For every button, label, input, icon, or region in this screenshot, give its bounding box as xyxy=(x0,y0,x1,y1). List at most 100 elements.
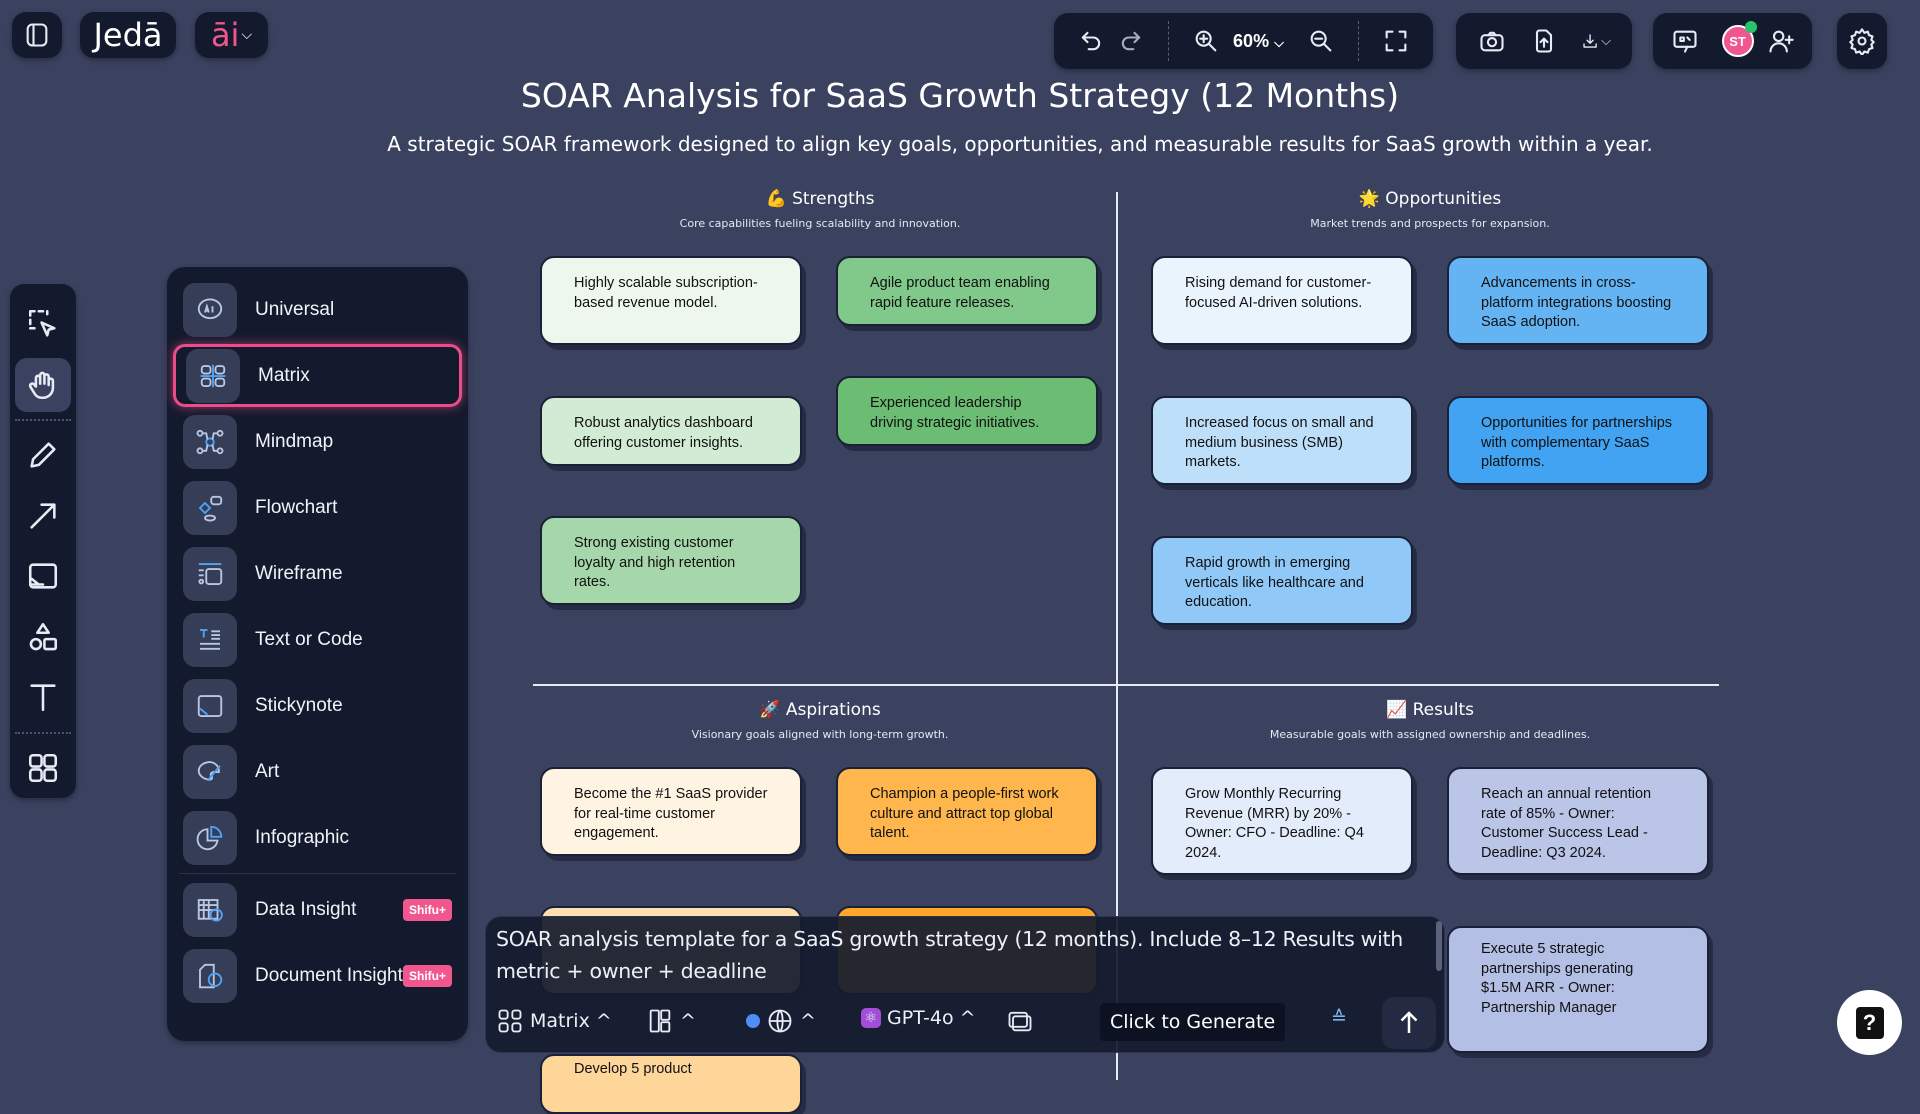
web-search-toggle[interactable]: ^ xyxy=(746,1007,816,1035)
redo-icon[interactable] xyxy=(1116,26,1146,56)
generate-button[interactable] xyxy=(1382,997,1436,1049)
layout-select[interactable]: ^ xyxy=(646,1007,696,1035)
data-insight-icon xyxy=(183,882,237,937)
upload-file-icon[interactable] xyxy=(1529,26,1559,56)
divider xyxy=(15,731,71,734)
template-item-universal[interactable]: Universal xyxy=(173,278,462,341)
opportunity-card[interactable]: Advancements in cross-platform integrati… xyxy=(1447,256,1709,345)
aspiration-card[interactable]: Become the #1 SaaS provider for real-tim… xyxy=(540,767,802,856)
divider xyxy=(15,419,71,421)
online-status-dot xyxy=(1744,21,1757,33)
zoom-level-select[interactable]: 60% ⌵ xyxy=(1233,30,1284,51)
vertical-divider xyxy=(1116,192,1118,1080)
prompt-input[interactable]: SOAR analysis template for a SaaS growth… xyxy=(496,927,1403,983)
pencil-tool[interactable] xyxy=(15,428,71,483)
arrow-up-icon xyxy=(1400,1011,1418,1033)
matrix-icon xyxy=(186,348,240,403)
text-icon xyxy=(30,684,56,712)
star-icon: 🌟 xyxy=(1358,189,1380,209)
user-avatar[interactable]: ST xyxy=(1721,21,1757,57)
result-card[interactable]: Grow Monthly Recurring Revenue (MRR) by … xyxy=(1151,767,1413,875)
select-tool[interactable] xyxy=(15,297,71,352)
atom-icon: ⚛ xyxy=(861,1008,881,1028)
opportunity-card[interactable]: Rising demand for customer-focused AI-dr… xyxy=(1151,256,1413,345)
aspirations-header: 🚀 Aspirations Visionary goals aligned wi… xyxy=(691,700,949,741)
templates-tool[interactable] xyxy=(15,741,71,796)
stickynote-icon xyxy=(183,678,237,733)
strengths-header: 💪 Strengths Core capabilities fueling sc… xyxy=(679,189,961,230)
zoom-in-icon[interactable] xyxy=(1191,26,1221,56)
chevron-up-icon: ^ xyxy=(959,1007,976,1029)
strength-card[interactable]: Robust analytics dashboard offering cust… xyxy=(540,396,802,466)
camera-icon[interactable] xyxy=(1477,26,1507,56)
opportunity-card[interactable]: Opportunities for partnerships with comp… xyxy=(1447,396,1709,485)
template-panel: Universal Matrix Mindmap Flowchart Wiref… xyxy=(167,267,468,1041)
template-item-infographic[interactable]: Infographic xyxy=(173,806,462,869)
prompt-scrollbar[interactable] xyxy=(1436,921,1442,971)
ai-menu-button[interactable]: āi⌵ xyxy=(195,12,268,58)
model-select[interactable]: ⚛GPT-4o^ xyxy=(861,1007,976,1029)
tool-rail xyxy=(10,284,76,798)
pencil-icon xyxy=(30,442,56,468)
template-item-wireframe[interactable]: Wireframe xyxy=(173,542,462,605)
text-code-icon xyxy=(183,612,237,667)
fit-screen-icon[interactable] xyxy=(1381,26,1411,56)
shifu-plus-badge: Shifu+ xyxy=(402,964,452,987)
opportunity-card[interactable]: Rapid growth in emerging verticals like … xyxy=(1151,536,1413,625)
status-dot xyxy=(746,1014,760,1028)
divider xyxy=(1168,21,1170,61)
undo-icon[interactable] xyxy=(1076,26,1106,56)
flexed-arm-icon: 💪 xyxy=(765,189,787,209)
help-button[interactable]: ? xyxy=(1837,990,1902,1055)
zoom-out-icon[interactable] xyxy=(1306,26,1336,56)
page-title: SOAR Analysis for SaaS Growth Strategy (… xyxy=(520,76,1400,115)
download-icon[interactable]: ⌵ xyxy=(1581,26,1611,56)
template-item-matrix[interactable]: Matrix xyxy=(173,344,462,407)
arrow-icon xyxy=(30,503,56,529)
rocket-icon: 🚀 xyxy=(759,700,781,720)
history-zoom-toolbar: 60% ⌵ xyxy=(1054,13,1433,69)
expand-prompt-button[interactable]: ≙ xyxy=(1331,1007,1347,1029)
hand-tool[interactable] xyxy=(15,357,71,412)
add-user-icon[interactable] xyxy=(1766,26,1796,56)
template-item-text-or-code[interactable]: Text or Code xyxy=(173,608,462,671)
generate-tooltip: Click to Generate xyxy=(1100,1003,1286,1041)
chevron-up-icon: ^ xyxy=(680,1010,696,1032)
context-button[interactable] xyxy=(1006,1007,1034,1035)
result-card[interactable]: Reach an annual retention rate of 85% - … xyxy=(1447,767,1709,875)
strength-card[interactable]: Highly scalable subscription-based reven… xyxy=(540,256,802,345)
settings-button[interactable] xyxy=(1837,13,1887,69)
shifu-plus-badge: Shifu+ xyxy=(402,898,452,921)
opportunity-card[interactable]: Increased focus on small and medium busi… xyxy=(1151,396,1413,485)
shapes-tool[interactable] xyxy=(15,610,71,665)
export-toolbar: ⌵ xyxy=(1456,13,1632,69)
mode-select[interactable]: Matrix^ xyxy=(496,1007,612,1035)
arrow-tool[interactable] xyxy=(15,489,71,544)
template-item-art[interactable]: Art xyxy=(173,740,462,803)
image-tool[interactable] xyxy=(15,549,71,604)
jeda-logo[interactable]: Jedā xyxy=(80,12,176,58)
sidebar-toggle-button[interactable] xyxy=(12,12,62,58)
collab-toolbar: ST xyxy=(1653,13,1812,69)
strength-card[interactable]: Agile product team enabling rapid featur… xyxy=(836,256,1098,326)
prompt-box: SOAR analysis template for a SaaS growth… xyxy=(485,916,1445,1053)
template-item-mindmap[interactable]: Mindmap xyxy=(173,410,462,473)
strength-card[interactable]: Strong existing customer loyalty and hig… xyxy=(540,516,802,605)
palette-icon xyxy=(183,744,237,799)
hand-icon xyxy=(28,371,55,399)
grid-icon xyxy=(28,753,58,782)
divider xyxy=(179,873,456,874)
presentation-icon[interactable] xyxy=(1670,26,1700,56)
result-card[interactable]: Execute 5 strategic partnerships generat… xyxy=(1447,926,1709,1053)
aspiration-card[interactable]: Develop 5 product xyxy=(540,1054,802,1114)
template-item-flowchart[interactable]: Flowchart xyxy=(173,476,462,539)
aspiration-card[interactable]: Champion a people-first work culture and… xyxy=(836,767,1098,856)
layout-icon xyxy=(649,1009,671,1033)
text-tool[interactable] xyxy=(15,670,71,725)
page-subtitle: A strategic SOAR framework designed to a… xyxy=(387,132,1653,156)
shapes-icon xyxy=(29,622,58,651)
strength-card[interactable]: Experienced leadership driving strategic… xyxy=(836,376,1098,446)
template-item-stickynote[interactable]: Stickynote xyxy=(173,674,462,737)
